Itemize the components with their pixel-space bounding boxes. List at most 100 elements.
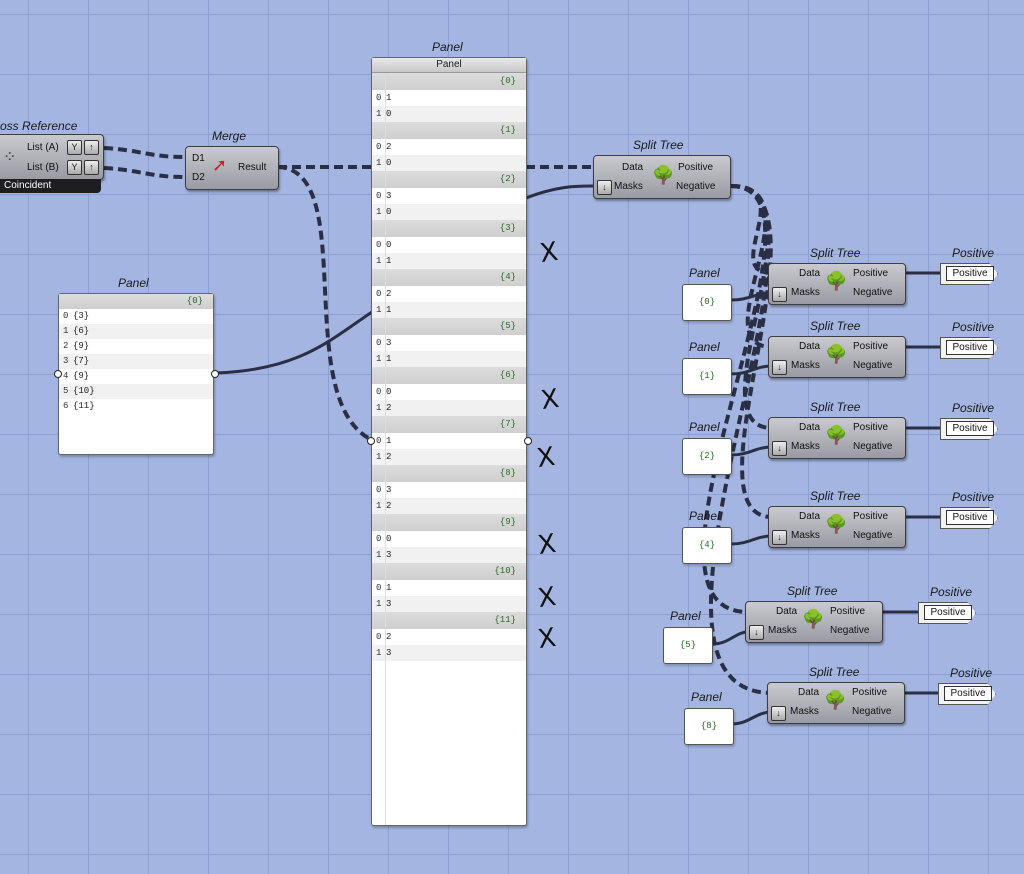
row-value: {7}: [73, 356, 90, 366]
tree-icon: 🌳: [802, 609, 825, 629]
wire-solid-panel-masks: [525, 184, 597, 200]
data-input[interactable]: Data: [799, 511, 821, 522]
negative-output[interactable]: Negative: [853, 360, 893, 371]
masks-input[interactable]: Masks: [791, 441, 820, 452]
flatten-icon[interactable]: ↓: [749, 625, 764, 640]
data-input[interactable]: Data: [799, 341, 821, 352]
list-b-input[interactable]: List (B): [27, 162, 59, 173]
data-input[interactable]: Data: [798, 687, 820, 698]
positive-output[interactable]: Positive: [853, 268, 889, 279]
row-value: {10}: [73, 386, 95, 396]
positive-relay[interactable]: Positive: [940, 418, 1006, 440]
mask-panel[interactable]: {1}: [682, 358, 732, 395]
left-panel[interactable]: {0} 0{3}1{6}2{9}3{7}4{9}5{10}6{11}: [58, 293, 214, 455]
row-index: 0: [376, 534, 382, 544]
row-index: 0: [63, 311, 69, 321]
flatten-icon[interactable]: ↓: [771, 706, 786, 721]
left-panel-input-grip[interactable]: [54, 370, 62, 378]
positive-output[interactable]: Positive: [678, 162, 714, 173]
positive-output[interactable]: Positive: [853, 511, 889, 522]
flatten-icon[interactable]: ↑: [84, 140, 99, 155]
main-panel-input-grip[interactable]: [367, 437, 375, 445]
data-input[interactable]: Data: [799, 268, 821, 279]
row-index: 1: [376, 256, 382, 266]
row-value: 3: [386, 485, 392, 495]
wire-solid-m8: [730, 710, 773, 726]
flatten-icon[interactable]: ↓: [772, 530, 787, 545]
split-tree-main-component[interactable]: Data ↓ Masks 🌳 Positive Negative: [593, 155, 731, 199]
positive-relay[interactable]: Positive: [918, 602, 984, 624]
negative-output[interactable]: Negative: [830, 625, 870, 636]
masks-input[interactable]: Masks: [791, 287, 820, 298]
main-panel-header: Panel: [372, 58, 526, 73]
panel-row: 0{3}: [59, 309, 213, 324]
data-input[interactable]: Data: [799, 422, 821, 433]
positive-output[interactable]: Positive: [853, 422, 889, 433]
negative-output[interactable]: Negative: [853, 441, 893, 452]
positive-relay[interactable]: Positive: [940, 507, 1006, 529]
branch-path: {7}: [372, 416, 526, 433]
masks-input[interactable]: Masks: [614, 181, 643, 192]
masks-input[interactable]: Masks: [791, 530, 820, 541]
flatten-icon[interactable]: ↓: [772, 441, 787, 456]
row-value: 1: [386, 436, 392, 446]
result-output[interactable]: Result: [238, 162, 267, 173]
d2-input[interactable]: D2: [192, 172, 205, 183]
positive-output[interactable]: Positive: [852, 687, 888, 698]
wire-dash-n2: [730, 184, 773, 430]
positive-relay[interactable]: Positive: [940, 263, 1006, 285]
relay-label: Positive: [946, 421, 994, 436]
mask-panel[interactable]: {5}: [663, 627, 713, 664]
row-value: 2: [386, 632, 392, 642]
list-a-input[interactable]: List (A): [27, 142, 59, 153]
negative-output[interactable]: Negative: [852, 706, 892, 717]
mask-panel[interactable]: {0}: [682, 284, 732, 321]
merge-component[interactable]: D1 D2 ➚ Result: [185, 146, 279, 190]
row-value: 0: [386, 240, 392, 250]
left-panel-output-grip[interactable]: [211, 370, 219, 378]
graft-icon[interactable]: Y: [67, 140, 82, 155]
wire-dash-n0: [730, 184, 773, 275]
branch-path: {3}: [372, 220, 526, 237]
wire-dash-b: [103, 166, 185, 179]
masks-input[interactable]: Masks: [790, 706, 819, 717]
cross-reference-component[interactable]: ⁘ List (A) List (B) Y ↑ Y ↑: [0, 134, 104, 180]
mask-panel[interactable]: {8}: [684, 708, 734, 745]
relay-title: Positive: [952, 320, 995, 334]
row-value: 0: [386, 158, 392, 168]
wire-solid-m5: [711, 630, 749, 646]
negative-output[interactable]: Negative: [676, 181, 716, 192]
cross-reference-mode[interactable]: Coincident: [0, 179, 101, 193]
positive-relay[interactable]: Positive: [940, 337, 1006, 359]
flatten-icon[interactable]: ↓: [772, 360, 787, 375]
d1-input[interactable]: D1: [192, 153, 205, 164]
branch-path: {1}: [372, 122, 526, 139]
graft-icon[interactable]: Y: [67, 160, 82, 175]
data-input[interactable]: Data: [776, 606, 798, 617]
main-panel-output-grip[interactable]: [524, 437, 532, 445]
positive-relay[interactable]: Positive: [938, 683, 1004, 705]
flatten-icon[interactable]: ↓: [772, 287, 787, 302]
flatten-icon[interactable]: ↑: [84, 160, 99, 175]
data-input[interactable]: Data: [622, 162, 644, 173]
masks-input[interactable]: Masks: [768, 625, 797, 636]
negative-output[interactable]: Negative: [853, 530, 893, 541]
masks-input[interactable]: Masks: [791, 360, 820, 371]
mask-panel[interactable]: {2}: [682, 438, 732, 475]
flatten-icon[interactable]: ↓: [597, 180, 612, 195]
row-value: 2: [386, 452, 392, 462]
negative-output[interactable]: Negative: [853, 287, 893, 298]
positive-output[interactable]: Positive: [853, 341, 889, 352]
branch-path: {11}: [372, 612, 526, 629]
positive-output[interactable]: Positive: [830, 606, 866, 617]
row-index: 0: [376, 289, 382, 299]
mask-panel[interactable]: {4}: [682, 527, 732, 564]
